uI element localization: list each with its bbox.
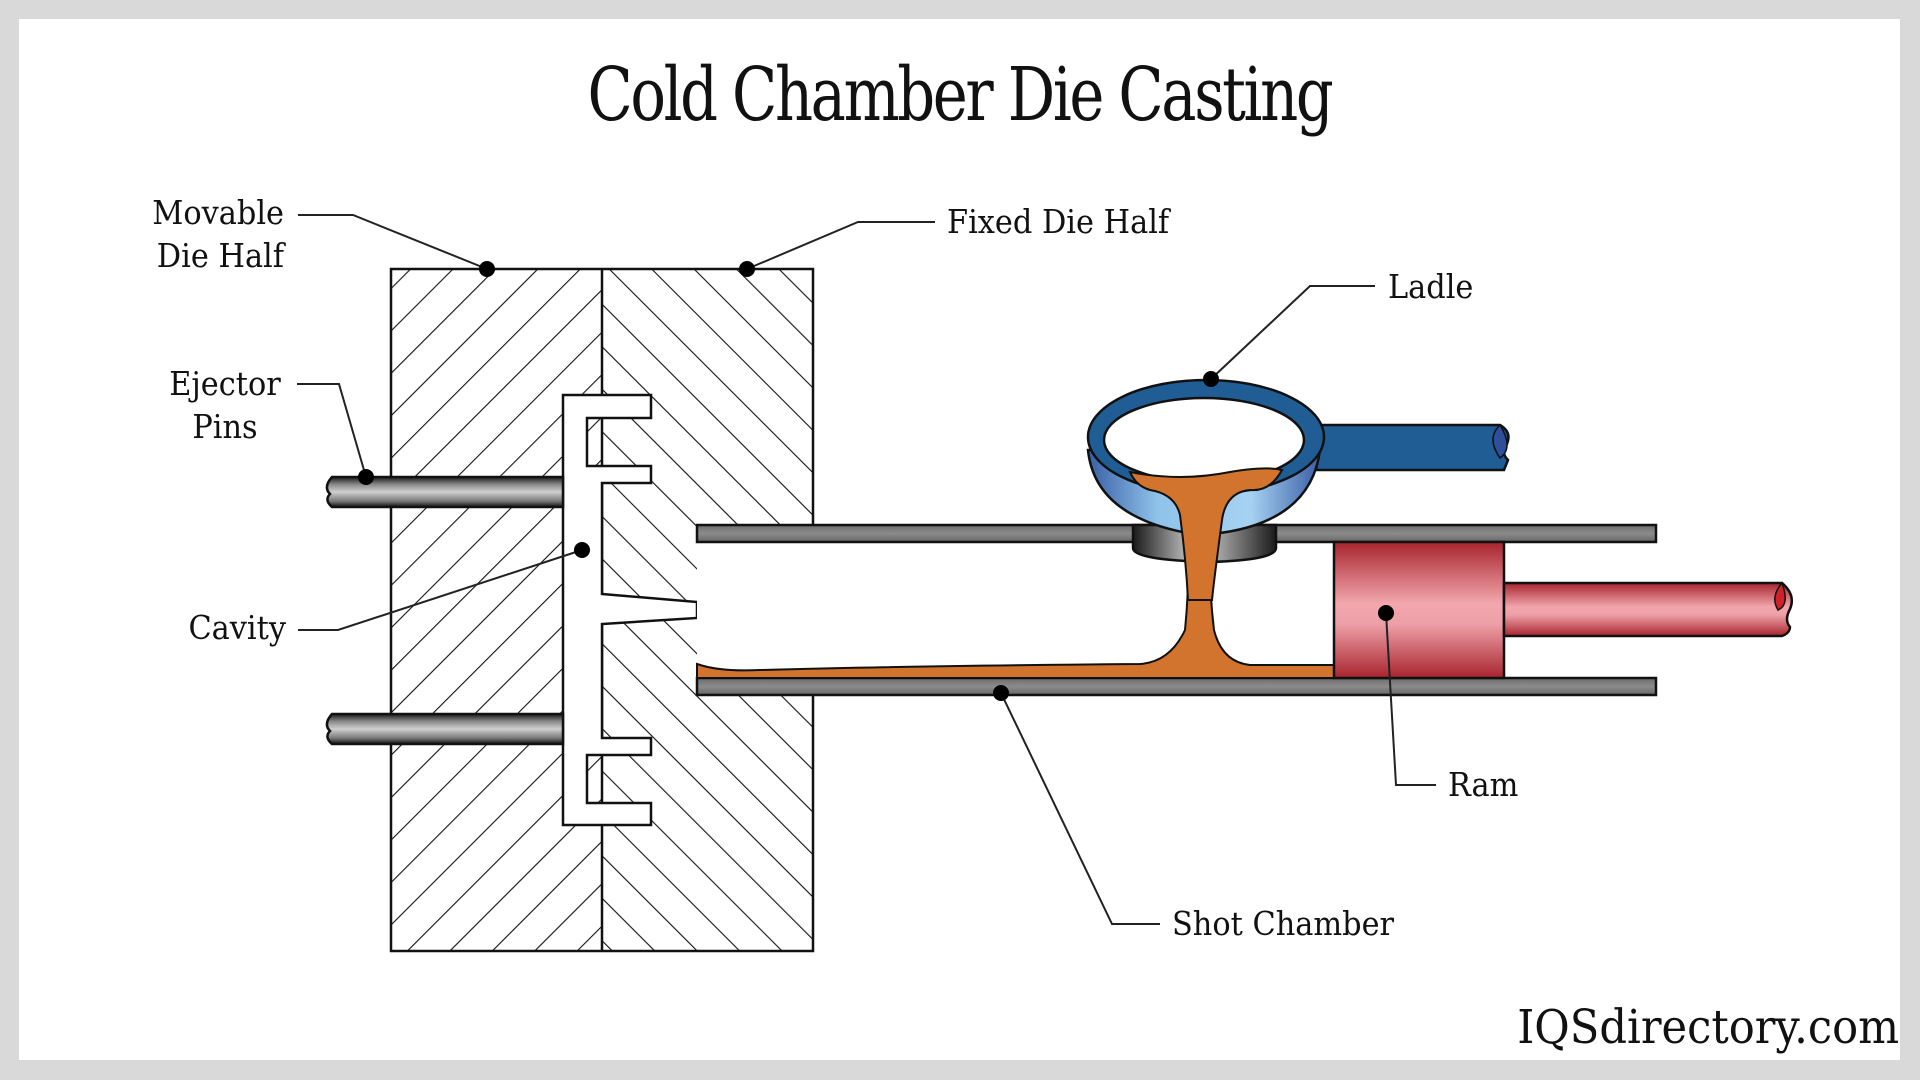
label-fixed-die-half: Fixed Die Half xyxy=(947,202,1170,241)
brand-watermark: IQSdirectory.com xyxy=(1517,1000,1899,1055)
label-shot-chamber: Shot Chamber xyxy=(1172,904,1395,943)
label-cavity: Cavity xyxy=(188,608,286,647)
label-ejector-line1: Ejector xyxy=(169,364,281,403)
ejector-pin-lower xyxy=(325,712,565,746)
ejector-pin-upper xyxy=(325,475,565,509)
label-movable-line1: Movable xyxy=(152,193,284,232)
label-ladle: Ladle xyxy=(1388,267,1474,306)
label-ram: Ram xyxy=(1448,765,1519,804)
diagram-title: Cold Chamber Die Casting xyxy=(587,52,1333,138)
ram xyxy=(1332,540,1793,680)
label-ejector-pins: Ejector Pins xyxy=(156,362,294,448)
label-movable-die-half: Movable Die Half xyxy=(115,191,284,277)
ladle xyxy=(1086,378,1510,601)
leader-ram xyxy=(1378,605,1436,786)
leader-movable-die-half xyxy=(298,214,495,277)
leader-ladle xyxy=(1203,285,1375,387)
label-ejector-line2: Pins xyxy=(192,407,258,446)
label-movable-line2: Die Half xyxy=(156,236,284,275)
leader-fixed-die-half xyxy=(739,221,935,277)
leader-cavity xyxy=(298,542,590,631)
leader-ejector-pins xyxy=(297,383,374,485)
leader-shot-chamber xyxy=(993,685,1160,925)
